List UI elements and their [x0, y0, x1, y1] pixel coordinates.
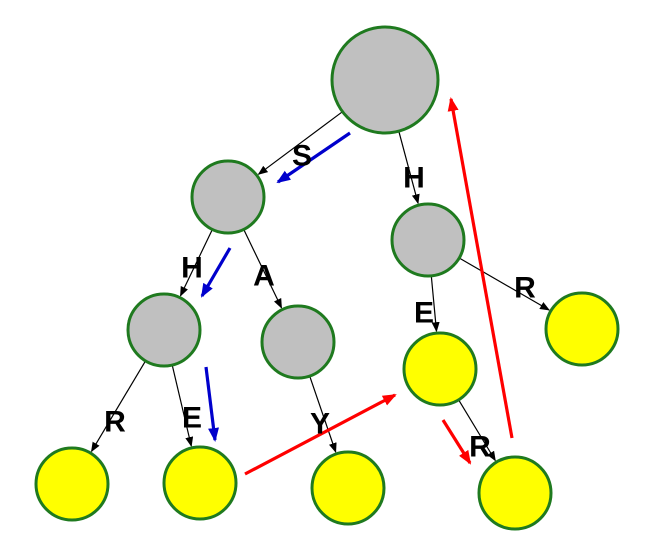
- trie-node-shr: [34, 446, 110, 522]
- edge-label-s-sh: H: [181, 252, 203, 285]
- edge-labels-layer: S H H A E R R E Y R: [104, 140, 536, 464]
- trie-node-hr: [544, 291, 620, 367]
- edge-s-sa: [243, 229, 283, 309]
- trie-node-h: [390, 202, 466, 278]
- edge-label-sh-she: E: [182, 402, 202, 435]
- edge-he-her: [458, 399, 496, 462]
- trie-node-say: [310, 450, 386, 526]
- edge-label-h-hr: R: [514, 272, 536, 305]
- edge-s-sh: [179, 229, 213, 297]
- edge-label-root-h: H: [403, 162, 425, 195]
- edge-h-hr: [458, 257, 550, 311]
- edge-root-h: [398, 131, 420, 205]
- traversal-arrows-layer: [200, 97, 514, 476]
- edge-h-he: [430, 275, 440, 333]
- trie-node-sh: [126, 292, 202, 368]
- trie-node-s: [190, 159, 266, 235]
- trie-node-she: [162, 445, 238, 521]
- trie-node-he: [402, 331, 478, 407]
- edge-label-root-s: S: [292, 140, 312, 173]
- traversal-arrow-sh-to-she: [204, 366, 219, 442]
- edge-sh-she: [171, 364, 194, 447]
- edges-layer: [90, 111, 550, 462]
- trie-node-her: [477, 455, 553, 531]
- edge-label-sh-shr: R: [104, 406, 126, 439]
- traversal-arrow-her-to-root: [447, 97, 514, 439]
- edge-sa-say: [309, 375, 337, 453]
- edge-label-sa-say: Y: [310, 408, 330, 441]
- trie-node-root: [330, 25, 440, 135]
- edge-sh-shr: [90, 360, 147, 453]
- traversal-arrow-he-to-her: [441, 419, 472, 465]
- edge-label-he-her: R: [469, 431, 491, 464]
- edge-label-s-sa: A: [253, 260, 275, 293]
- nodes-layer: [34, 25, 620, 531]
- edge-label-h-he: E: [414, 297, 434, 330]
- traversal-arrow-s-to-sh: [200, 247, 232, 298]
- trie-node-sa: [260, 304, 336, 380]
- traversal-arrow-she-to-he: [244, 393, 397, 476]
- edge-root-s: [257, 111, 343, 175]
- traversal-arrow-root-to-s: [276, 131, 351, 184]
